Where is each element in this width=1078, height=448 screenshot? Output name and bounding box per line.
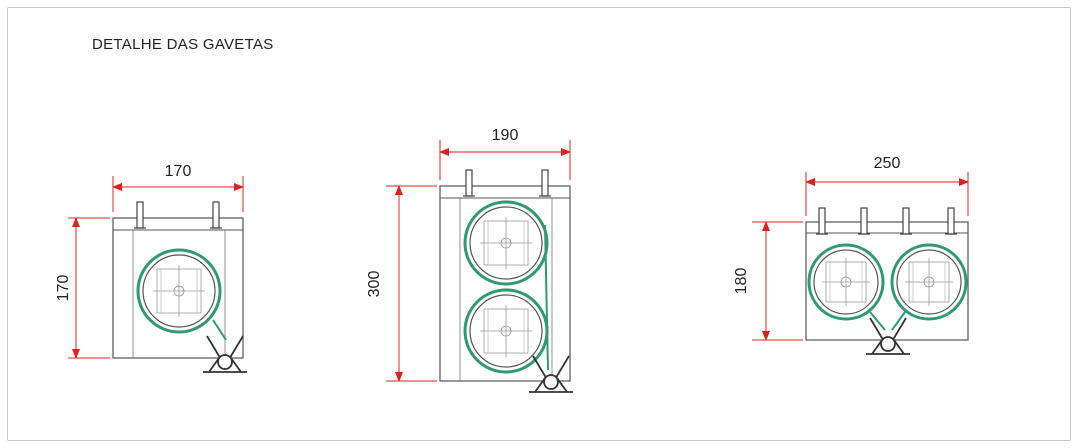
drawer-3-width-label: 250 (874, 155, 901, 172)
drawer-2: 190 300 (366, 127, 574, 393)
drawer-1-height-label: 170 (55, 275, 72, 302)
drawing-title: DETALHE DAS GAVETAS (92, 36, 274, 53)
drawer-1-width-label: 170 (165, 163, 192, 180)
drawer-2-width-label: 190 (492, 127, 519, 144)
drawer-1: 170 170 (55, 163, 248, 373)
drawer-3-height-label: 180 (733, 268, 750, 295)
drawer-3: 250 180 (733, 155, 969, 355)
drawer-2-height-label: 300 (366, 271, 383, 298)
